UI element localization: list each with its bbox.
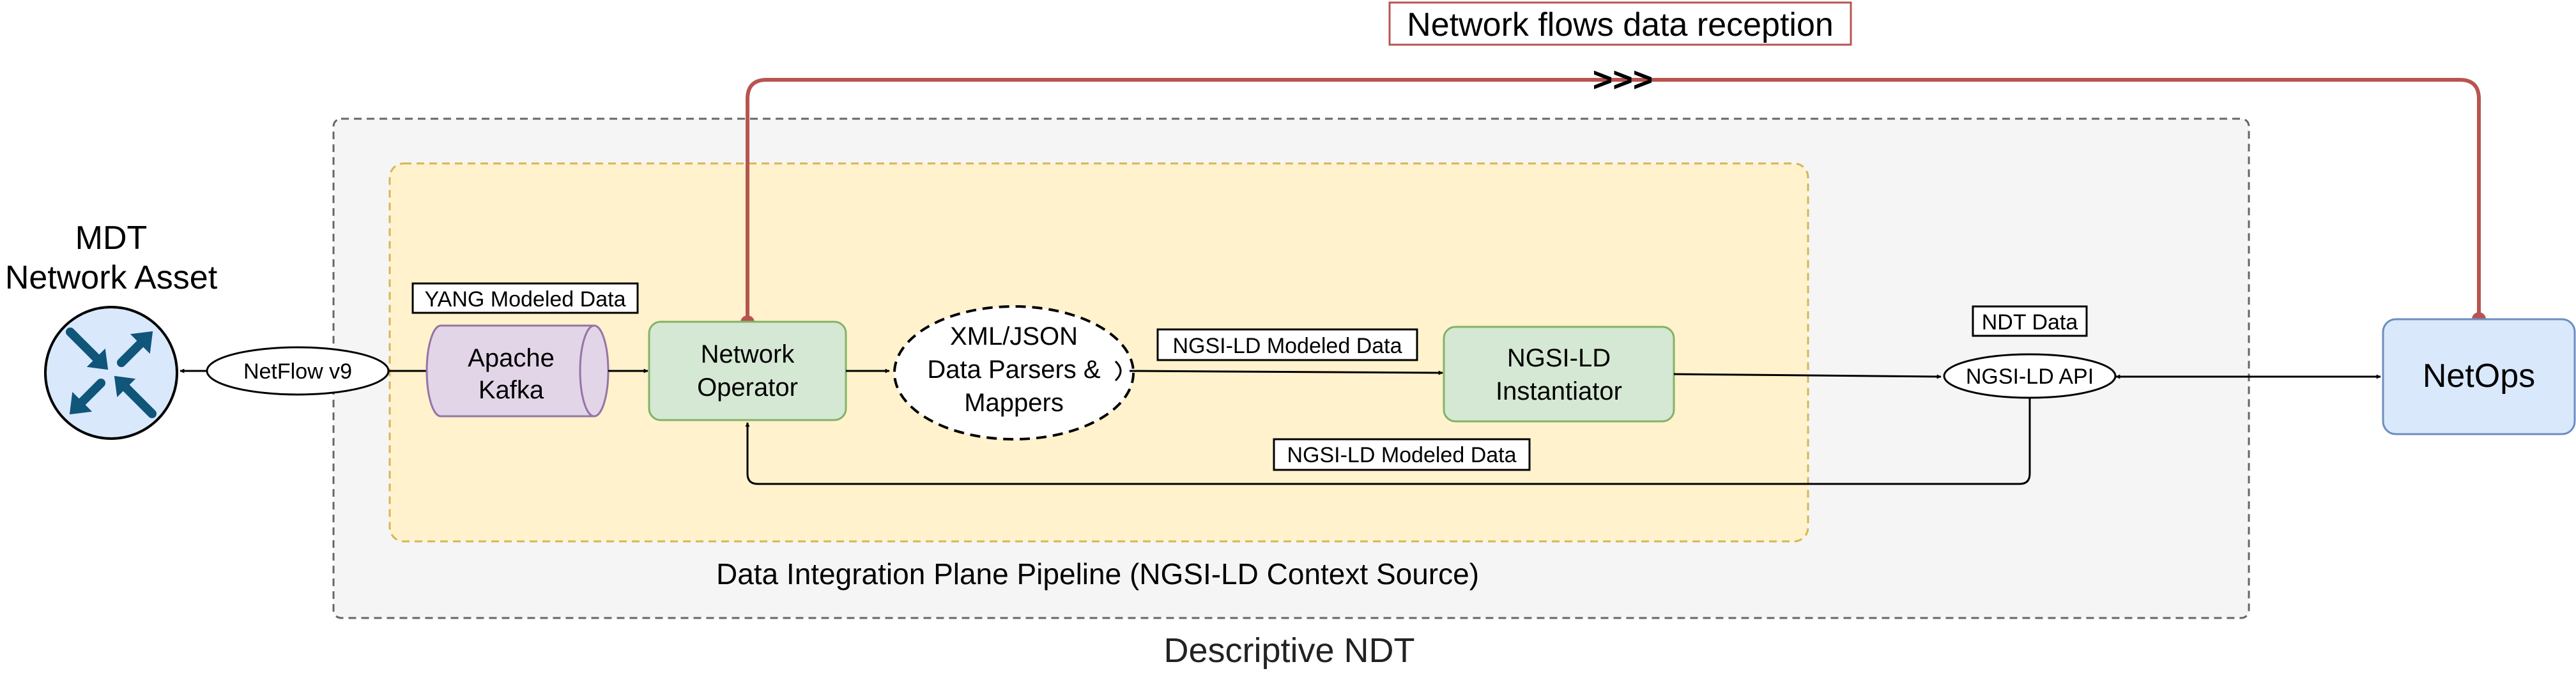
descriptive-caption: Descriptive NDT xyxy=(1163,631,1414,670)
pipeline-caption: Data Integration Plane Pipeline (NGSI-LD… xyxy=(716,557,1479,591)
operator-label-line2: Operator xyxy=(697,373,798,402)
parsers-label-line2: Data Parsers & xyxy=(927,356,1101,384)
instantiator-to-api-arrow xyxy=(1673,373,1942,379)
asset-title-line2: Network Asset xyxy=(5,259,218,296)
kafka-label-line1: Apache xyxy=(468,344,555,372)
parsers-label-line1: XML/JSON xyxy=(950,322,1078,350)
ndt-data-label: NDT Data xyxy=(1982,310,2078,335)
ngsi-modeled-top-box xyxy=(1156,328,1418,361)
instantiator-label-line2: Instantiator xyxy=(1496,377,1622,405)
ngsi-modeled-top-label: NGSI-LD Modeled Data xyxy=(1172,334,1402,358)
ndt-data-label-box xyxy=(1972,305,2088,337)
yang-label-box xyxy=(411,282,639,314)
instantiator-node xyxy=(1443,326,1675,423)
network-flows-label-box xyxy=(1388,1,1852,46)
api-to-operator-loop xyxy=(745,397,2031,485)
netops-label: NetOps xyxy=(2423,358,2535,395)
flow-direction-arrows: >>> xyxy=(1593,61,1653,99)
ngsi-ld-api-node xyxy=(1943,353,2117,399)
router-icon xyxy=(44,306,178,440)
netflow-label: NetFlow v9 xyxy=(243,359,352,384)
ngsi-modeled-bottom-box xyxy=(1273,438,1531,471)
network-operator-node xyxy=(648,320,847,421)
network-flows-label: Network flows data reception xyxy=(1407,6,1834,43)
netflow-ellipse xyxy=(206,346,390,396)
ngsi-ld-api-label: NGSI-LD API xyxy=(1966,365,2094,389)
yang-label: YANG Modeled Data xyxy=(425,287,626,312)
parsers-node xyxy=(893,305,1135,441)
kafka-label-line2: Kafka xyxy=(479,376,544,404)
parsers-socket xyxy=(1114,360,1122,382)
ngsi-modeled-bottom-label: NGSI-LD Modeled Data xyxy=(1287,443,1516,467)
netops-node xyxy=(2382,318,2576,435)
kafka-node xyxy=(425,324,610,418)
instantiator-label-line1: NGSI-LD xyxy=(1507,344,1611,372)
operator-label-line1: Network xyxy=(701,340,795,368)
parsers-label-line3: Mappers xyxy=(964,389,1064,417)
parsers-to-instantiator-arrow xyxy=(1129,370,1443,375)
network-flows-line xyxy=(746,78,2481,322)
asset-title-line1: MDT xyxy=(75,220,148,257)
